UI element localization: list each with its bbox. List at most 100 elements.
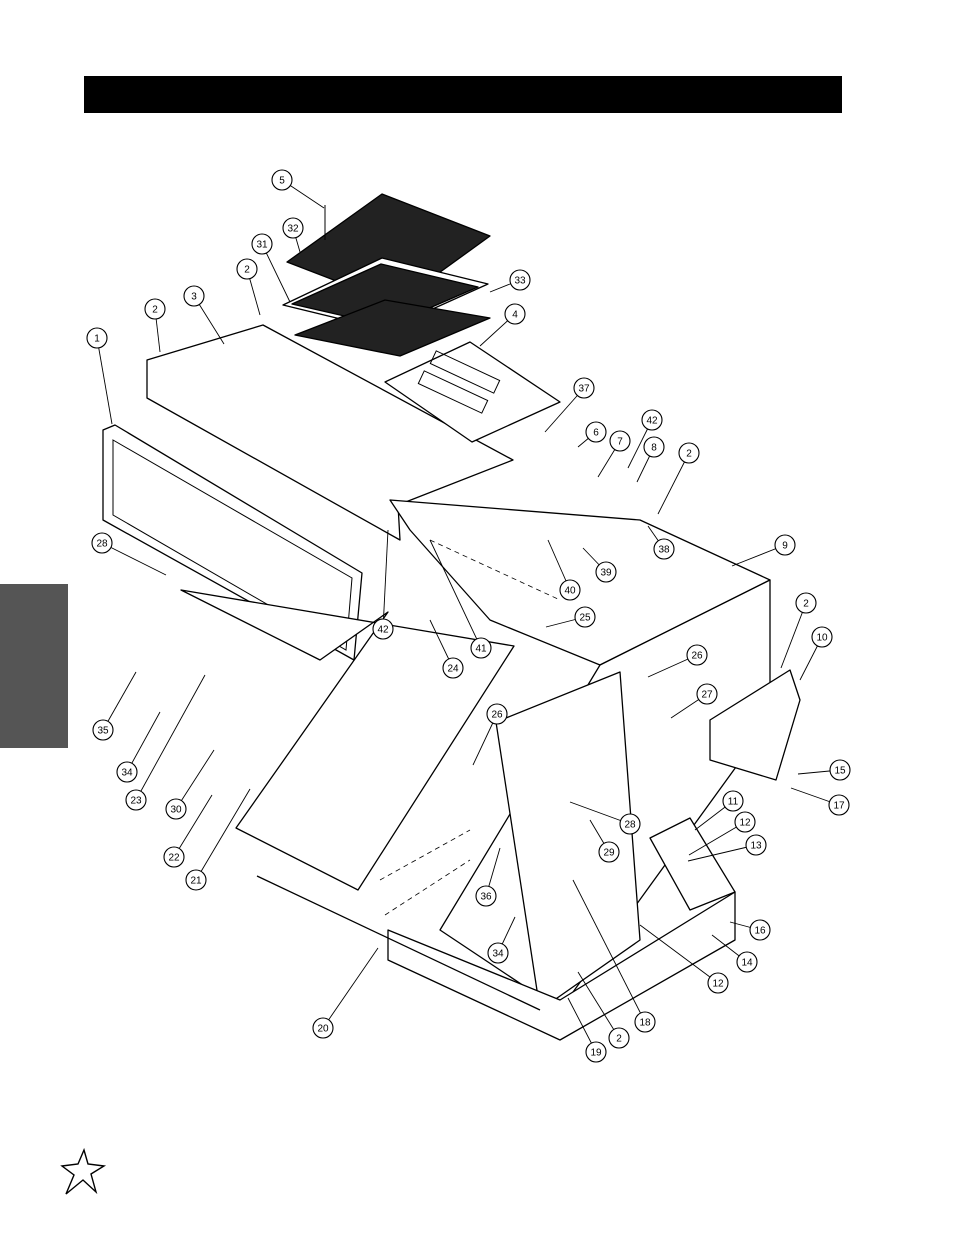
callout-18: 18 — [634, 1011, 656, 1033]
callout-number: 40 — [564, 586, 576, 597]
callout-5: 5 — [271, 169, 293, 191]
star-logo-icon — [60, 1148, 107, 1195]
callout-leader — [569, 801, 631, 825]
callout-12: 12 — [734, 811, 756, 833]
callout-number: 34 — [121, 768, 133, 779]
callout-9: 9 — [774, 534, 796, 556]
callout-leader — [688, 821, 746, 856]
callout-24: 24 — [442, 657, 464, 679]
callout-number: 26 — [491, 710, 503, 721]
callout-leader — [195, 788, 251, 881]
callout-23: 23 — [125, 789, 147, 811]
callout-number: 28 — [96, 539, 108, 550]
callout-11: 11 — [722, 790, 744, 812]
callout-22: 22 — [163, 846, 185, 868]
callout-leader — [101, 542, 167, 576]
callout-number: 10 — [816, 633, 828, 644]
callout-21: 21 — [185, 869, 207, 891]
callout-26: 26 — [486, 703, 508, 725]
callout-number: 22 — [168, 853, 180, 864]
callout-number: 8 — [651, 443, 657, 454]
callout-leader — [96, 337, 113, 425]
mesh-screen-top — [282, 193, 491, 357]
callout-leader — [261, 243, 291, 303]
callout-number: 13 — [750, 841, 762, 852]
callout-number: 30 — [170, 805, 182, 816]
callout-17: 17 — [828, 794, 850, 816]
callout-15: 15 — [829, 759, 851, 781]
callout-35: 35 — [92, 719, 114, 741]
callout-19: 19 — [585, 1041, 607, 1063]
callout-number: 23 — [130, 796, 142, 807]
callout-34: 34 — [487, 942, 509, 964]
callout-leader — [639, 924, 719, 984]
callout-2: 2 — [144, 298, 166, 320]
callout-number: 12 — [712, 979, 724, 990]
callout-number: 34 — [492, 949, 504, 960]
callout-37: 37 — [573, 377, 595, 399]
callout-2: 2 — [236, 258, 258, 280]
callout-number: 36 — [480, 892, 492, 903]
callout-leader — [135, 674, 206, 801]
callout-8: 8 — [643, 436, 665, 458]
callout-number: 29 — [603, 848, 615, 859]
callout-25: 25 — [574, 606, 596, 628]
callout-leader — [657, 452, 690, 515]
callout-42: 42 — [641, 409, 663, 431]
callout-number: 39 — [600, 568, 612, 579]
section-header-bar — [84, 76, 842, 113]
callout-leader — [687, 844, 757, 862]
callout-number: 42 — [646, 416, 658, 427]
callout-30: 30 — [165, 798, 187, 820]
callout-number: 3 — [191, 292, 197, 303]
callout-leader — [126, 711, 161, 773]
callout-number: 38 — [658, 545, 670, 556]
callout-leader — [780, 602, 807, 669]
callout-31: 31 — [251, 233, 273, 255]
callout-number: 2 — [152, 305, 158, 316]
callout-6: 6 — [585, 421, 607, 443]
callout-number: 27 — [701, 690, 713, 701]
hidden-lines — [379, 539, 561, 916]
callout-leader — [572, 879, 646, 1023]
callout-14: 14 — [736, 951, 758, 973]
callout-number: 2 — [244, 265, 250, 276]
callout-4: 4 — [504, 303, 526, 325]
callout-29: 29 — [598, 841, 620, 863]
callout-16: 16 — [749, 919, 771, 941]
callout-2: 2 — [608, 1027, 630, 1049]
callout-1: 1 — [86, 327, 108, 349]
callout-number: 41 — [475, 644, 487, 655]
callout-28: 28 — [91, 532, 113, 554]
callout-number: 32 — [287, 224, 299, 235]
callout-40: 40 — [559, 579, 581, 601]
callout-28: 28 — [619, 813, 641, 835]
section-side-tab — [0, 584, 68, 748]
callout-3: 3 — [183, 285, 205, 307]
callout-leader — [102, 671, 137, 731]
callout-number: 1 — [94, 334, 100, 345]
callout-number: 26 — [691, 651, 703, 662]
callout-number: 2 — [616, 1034, 622, 1045]
callout-42: 42 — [372, 618, 394, 640]
left-frame — [102, 424, 363, 661]
callout-number: 5 — [279, 176, 285, 187]
callout-32: 32 — [282, 217, 304, 239]
callout-leader — [382, 529, 389, 630]
callout-leader — [577, 971, 620, 1039]
callout-13: 13 — [745, 834, 767, 856]
callout-number: 37 — [578, 384, 590, 395]
callout-number: 15 — [834, 766, 846, 777]
callout-number: 20 — [317, 1024, 329, 1035]
callout-number: 2 — [686, 449, 692, 460]
callout-number: 33 — [514, 276, 526, 287]
callout-7: 7 — [609, 430, 631, 452]
callout-leader — [322, 947, 379, 1029]
callout-33: 33 — [509, 269, 531, 291]
callout-number: 18 — [639, 1018, 651, 1029]
hopper-body — [180, 499, 801, 1041]
callout-leader — [173, 794, 213, 858]
callout-number: 42 — [377, 625, 389, 636]
